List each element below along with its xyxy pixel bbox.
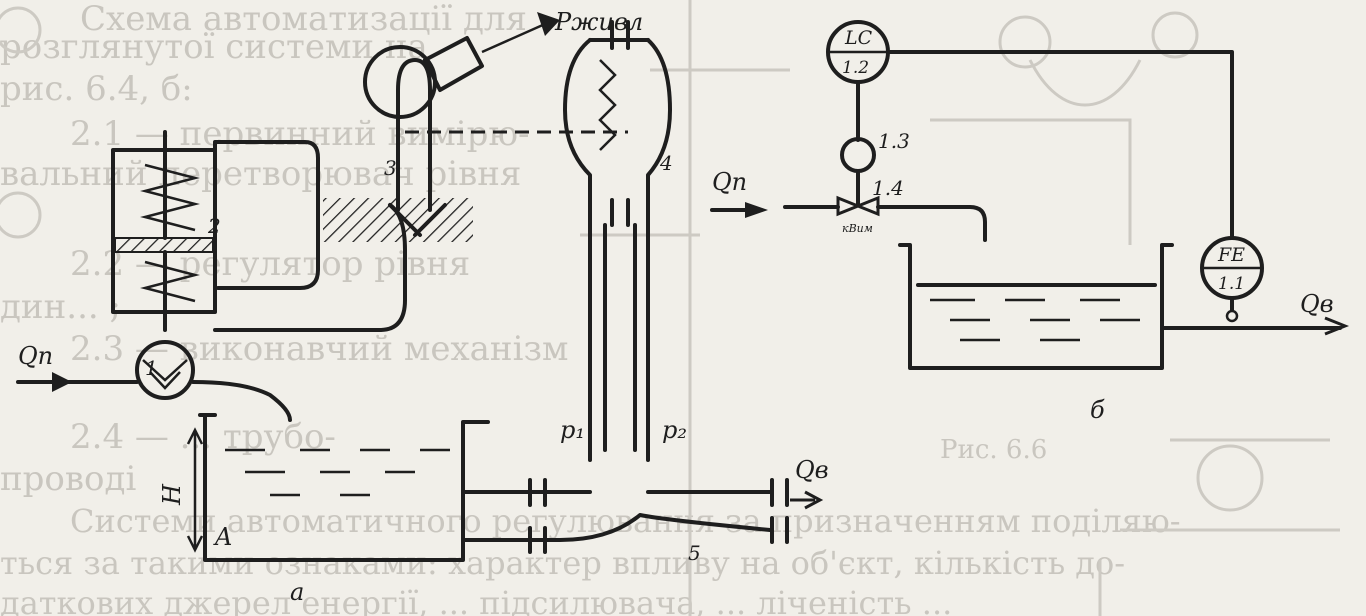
tank-a-water: [225, 448, 450, 497]
valve-mark: кВим: [842, 222, 873, 235]
level-dimension: [186, 427, 204, 553]
diagram-b: LC 1.2 1.3 1.4 кВим Qп FE 1.1 Qв б: [710, 20, 1350, 424]
tank-b-water: [930, 298, 1140, 342]
manometer-spring: [598, 59, 617, 151]
impulse-tube-upper: [213, 140, 320, 290]
supply-arrow: [537, 12, 560, 36]
bg-circle-4: [1196, 444, 1264, 512]
inflow-arrow: [52, 372, 72, 392]
bg-lines: [580, 0, 1340, 616]
bg-circle-3: [998, 15, 1052, 69]
bg-circle-1: [0, 6, 42, 54]
instrument-lc-letters: LC: [844, 27, 873, 49]
outlet-pipe: [461, 490, 772, 542]
nozzle-tube-3: [396, 58, 432, 212]
outflow-arrow-a: [790, 490, 824, 510]
supply-line: [481, 22, 546, 54]
instrument-lc-number: 1.2: [842, 58, 869, 78]
bg-circle-5: [1151, 11, 1199, 59]
label-component-4: 4: [659, 151, 673, 175]
supply-tube-body: [423, 36, 484, 92]
bg-line-12: ться за такими ознаками: характер впливу…: [0, 544, 1125, 582]
label-tag-1-4: 1.4: [872, 176, 904, 200]
valve-1: [135, 340, 195, 400]
label-component-5: 5: [688, 541, 701, 565]
inflow-arrow-b-head: [745, 202, 768, 218]
manometer-inner-tubes: [603, 223, 637, 452]
tank-b: [898, 243, 1174, 370]
pipe-flanges: [528, 478, 789, 554]
label-outflow-b: Qв: [1300, 290, 1334, 318]
bg-line-9: 2.4 — ... трубо-: [70, 417, 336, 457]
manometer-flanges: [610, 20, 630, 227]
diff-manometer-4: [563, 38, 672, 462]
inflow-pipe: [16, 380, 292, 422]
bg-line-13: даткових джерел енергії, ... підсилювача…: [0, 584, 952, 616]
label-p2: p₂: [662, 416, 687, 444]
label-outflow-a: Qв: [795, 456, 829, 484]
bg-figure-caption: Рис. 6.6: [940, 435, 1047, 465]
bg-line-1: Схема автоматизації для: [80, 0, 527, 39]
bg-line-10: проводі: [0, 459, 136, 499]
caption-b: б: [1090, 396, 1105, 424]
valve-1-plug: [142, 359, 188, 390]
fe-sensor: [1225, 309, 1239, 323]
bg-line-7: дин... ;: [0, 287, 121, 327]
bg-line-3: рис. 6.4, б:: [0, 69, 193, 109]
tank-a: [203, 413, 490, 562]
outflow-arrow-b: [1324, 316, 1350, 336]
bg-line-11: Системи автоматичного регулювання за при…: [70, 502, 1181, 540]
nozzle-x: [388, 203, 447, 237]
bg-line-2: розглянутої системи на: [0, 27, 428, 67]
instrument-fe-number: 1.1: [1218, 274, 1245, 294]
label-inflow-a: Qп: [18, 342, 53, 370]
label-point-a: A: [213, 523, 232, 551]
label-component-3: 3: [384, 156, 397, 180]
bg-line-4: 2.1 — первинний вимірю-: [70, 114, 529, 154]
bg-line-5: вальний перетворювач рівня: [0, 154, 521, 194]
label-component-2: 2: [207, 214, 221, 238]
actuator-1-3: [840, 137, 876, 173]
inflow-pipe-b: [783, 205, 987, 242]
bg-circle-2: [0, 191, 42, 239]
label-inflow-b: Qп: [712, 168, 747, 196]
regulator-springs: [140, 163, 200, 303]
diagram-a: 2 1 Qп 3 Pживл 4 p₁ p₂: [16, 8, 829, 606]
signal-line-fe: [886, 50, 1234, 240]
regulator-membrane: [114, 237, 214, 253]
caption-a: а: [290, 578, 304, 606]
bg-line-8: 2.3 — виконавчий механізм: [70, 329, 568, 369]
bg-curve: [1028, 59, 1142, 107]
label-tag-1-3: 1.3: [878, 129, 910, 153]
label-height-h: H: [158, 483, 186, 506]
instrument-fe-letters: FE: [1217, 244, 1245, 266]
label-component-1: 1: [145, 356, 158, 380]
label-p1: p₁: [560, 416, 585, 444]
